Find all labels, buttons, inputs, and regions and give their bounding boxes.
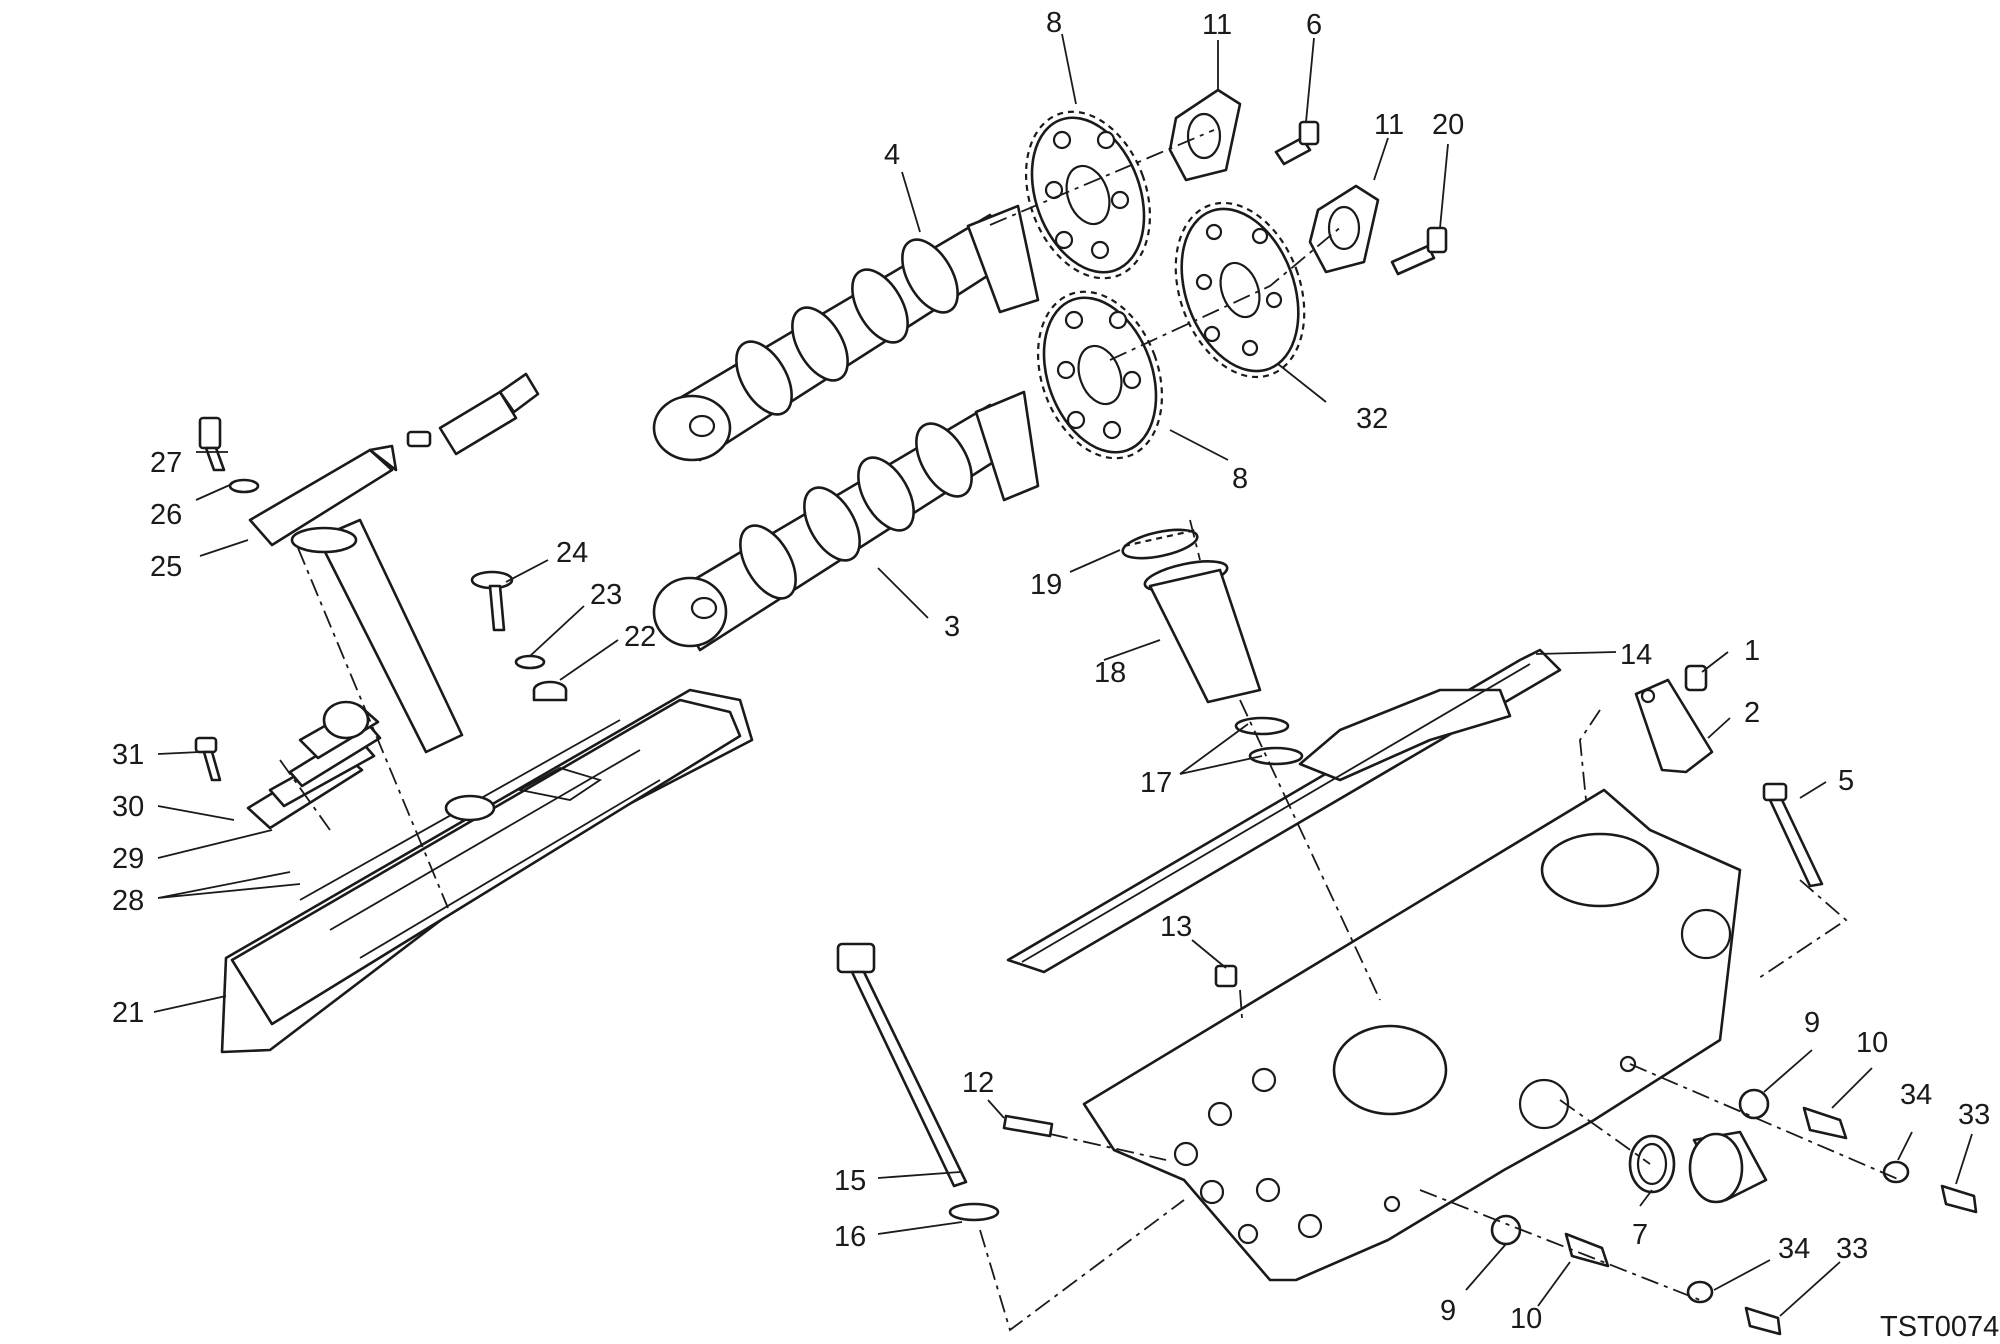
leader-lines bbox=[153, 33, 1973, 1317]
exhaust-camshaft bbox=[652, 204, 1040, 462]
callout-5: 5 bbox=[1838, 765, 1854, 797]
plug-7 bbox=[1628, 1130, 1768, 1204]
callout-18: 18 bbox=[1094, 657, 1126, 689]
head-bolt-5 bbox=[1762, 782, 1824, 888]
callout-15: 15 bbox=[834, 1165, 866, 1197]
intake-camshaft bbox=[652, 390, 1040, 652]
cover-bolt-24 bbox=[470, 570, 514, 632]
callout-11-lower: 11 bbox=[1374, 109, 1404, 141]
callout-8-lower: 8 bbox=[1232, 463, 1248, 495]
drawing-code: TST00742 bbox=[1880, 1311, 2000, 1343]
cylinder-head bbox=[1082, 788, 1742, 1282]
callout-21: 21 bbox=[112, 997, 144, 1029]
camshaft-gear-upper bbox=[1024, 110, 1152, 280]
callout-24: 24 bbox=[556, 537, 588, 569]
callout-33-lower: 33 bbox=[1836, 1233, 1868, 1265]
coil-bolt-27 bbox=[198, 416, 226, 472]
callout-27: 27 bbox=[150, 447, 182, 479]
coil-connector bbox=[406, 372, 540, 456]
callout-7: 7 bbox=[1632, 1219, 1648, 1251]
shim-17 bbox=[1234, 716, 1304, 766]
callout-12: 12 bbox=[962, 1067, 994, 1099]
lifting-bracket bbox=[1634, 678, 1714, 774]
breather-assembly bbox=[246, 700, 382, 830]
callout-34-upper: 34 bbox=[1900, 1079, 1932, 1111]
coil-washer-26 bbox=[228, 478, 260, 494]
stud-12 bbox=[1002, 1114, 1054, 1138]
callout-6: 6 bbox=[1306, 9, 1322, 41]
breather-bolt-31 bbox=[194, 736, 222, 782]
washer-16 bbox=[948, 1202, 1000, 1222]
cover-spacer-22 bbox=[532, 680, 568, 702]
callout-29: 29 bbox=[112, 843, 144, 875]
callout-25: 25 bbox=[150, 551, 182, 583]
assembly-axes bbox=[279, 129, 1901, 1332]
callout-20: 20 bbox=[1432, 109, 1464, 141]
gear-screw-6 bbox=[1274, 120, 1320, 166]
sensor-fitting-33-lower bbox=[1686, 1280, 1782, 1336]
valve-cover bbox=[220, 688, 754, 1054]
callout-9-lower: 9 bbox=[1440, 1295, 1456, 1327]
callout-19: 19 bbox=[1030, 569, 1062, 601]
cylinder-head-gasket bbox=[1006, 648, 1562, 974]
sensor-fitting-10-upper bbox=[1738, 1088, 1848, 1140]
callout-1: 1 bbox=[1744, 635, 1760, 667]
callout-4: 4 bbox=[884, 139, 900, 171]
callout-labels: 8 11 6 11 20 4 32 8 27 26 25 24 23 22 3 … bbox=[112, 7, 1990, 1335]
cover-washer-23 bbox=[514, 654, 546, 670]
callout-2: 2 bbox=[1744, 697, 1760, 729]
callout-10-lower: 10 bbox=[1510, 1303, 1542, 1335]
callout-26: 26 bbox=[150, 499, 182, 531]
bucket-tappet-19 bbox=[1121, 528, 1199, 560]
callout-3: 3 bbox=[944, 611, 960, 643]
dowel-pin-13 bbox=[1214, 964, 1238, 988]
callout-10-upper: 10 bbox=[1856, 1027, 1888, 1059]
gear-screw-20 bbox=[1390, 226, 1448, 276]
gear-retaining-plate-upper bbox=[1168, 88, 1242, 182]
bracket-bolt-1 bbox=[1684, 664, 1708, 692]
camshaft-gear-lower bbox=[1036, 290, 1164, 460]
callout-8-upper: 8 bbox=[1046, 7, 1062, 39]
ignition-coil bbox=[248, 444, 464, 754]
callout-16: 16 bbox=[834, 1221, 866, 1253]
sensor-fitting-33-upper bbox=[1882, 1160, 1978, 1214]
callout-9-upper: 9 bbox=[1804, 1007, 1820, 1039]
head-bolt-15 bbox=[836, 942, 968, 1188]
callout-17: 17 bbox=[1140, 767, 1172, 799]
callout-28: 28 bbox=[112, 885, 144, 917]
callout-31: 31 bbox=[112, 739, 144, 771]
callout-30: 30 bbox=[112, 791, 144, 823]
callout-33-upper: 33 bbox=[1958, 1099, 1990, 1131]
callout-34-lower: 34 bbox=[1778, 1233, 1810, 1265]
valve-guide-18 bbox=[1143, 560, 1262, 704]
callout-22: 22 bbox=[624, 621, 656, 653]
callout-23: 23 bbox=[590, 579, 622, 611]
callout-13: 13 bbox=[1160, 911, 1192, 943]
intermediate-gear bbox=[1174, 201, 1306, 379]
callout-11-upper: 11 bbox=[1202, 9, 1232, 41]
callout-14: 14 bbox=[1620, 639, 1652, 671]
callout-32: 32 bbox=[1356, 403, 1388, 435]
gear-retaining-plate-lower bbox=[1308, 184, 1380, 274]
